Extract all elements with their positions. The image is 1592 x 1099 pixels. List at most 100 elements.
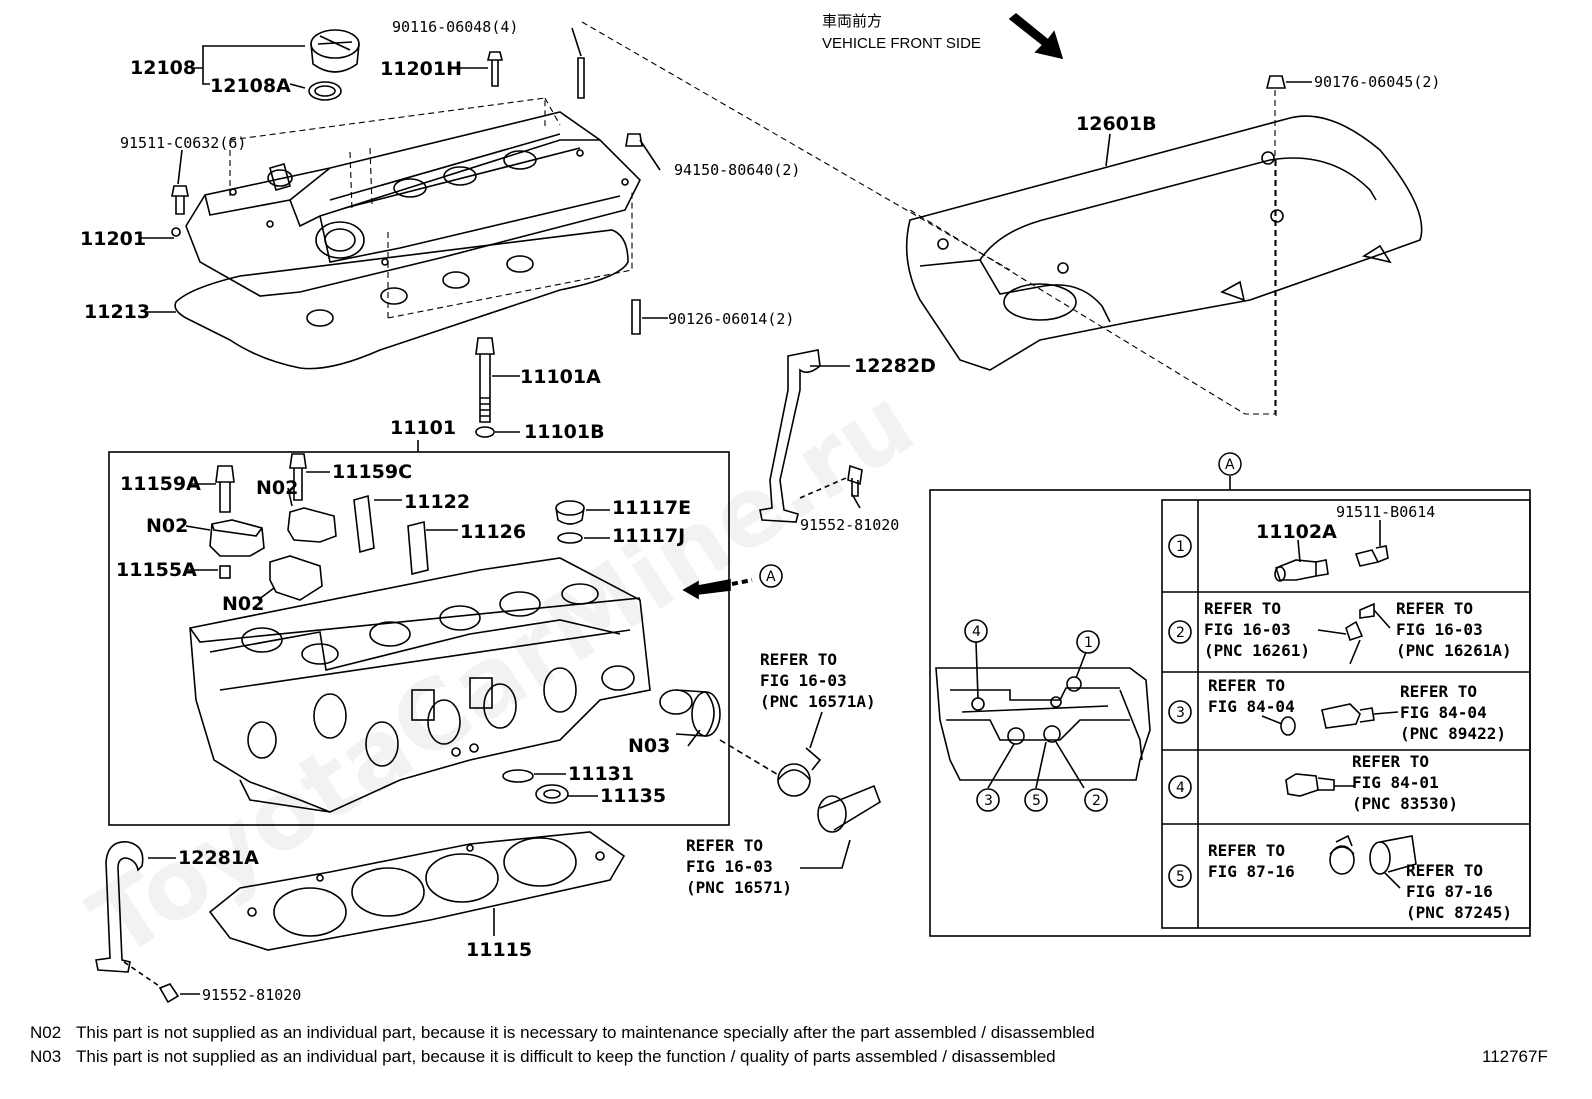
cover-gasket-drawing [174, 229, 629, 370]
leader-row5-right [1383, 871, 1401, 889]
label-11122: 11122 [404, 491, 470, 513]
note-n03-text: This part is not supplied as an individu… [76, 1047, 1056, 1066]
row-5-number: 5 [1176, 869, 1185, 885]
leader-n03 [687, 729, 701, 747]
row-3-left-1: REFER TO [1208, 676, 1285, 695]
row-4-right-1: REFER TO [1352, 752, 1429, 771]
leader-row2-right [1373, 609, 1391, 629]
leader-11102a [1297, 539, 1301, 563]
row-5-right-1: REFER TO [1406, 861, 1483, 880]
label-n02-c: N02 [222, 593, 264, 615]
head-bolt-drawing [475, 337, 495, 438]
block-circle-5: 5 [1032, 793, 1041, 809]
row-1-part-a: 11102A [1256, 521, 1337, 543]
leader-12601b [1105, 133, 1111, 167]
label-90116: 90116-06048(4) [392, 18, 518, 36]
detail-table-rows [1162, 591, 1530, 825]
front-direction-arrow [1008, 12, 1064, 60]
bolt-11201h-drawing [486, 51, 504, 87]
row4-sensor-drawing [1285, 773, 1335, 797]
cylinder-head-frame [108, 451, 730, 826]
leader-94150 [639, 139, 661, 171]
oil-filler-cap-drawing [308, 29, 360, 101]
row-3-number: 3 [1176, 705, 1185, 721]
label-90126: 90126-06014(2) [668, 310, 794, 328]
sensor-11102a-drawing [1274, 545, 1389, 582]
pin-11155a-drawing [219, 565, 231, 579]
row-1-part-b: 91511-B0614 [1336, 503, 1435, 521]
hose-clamp-drawing [777, 747, 881, 833]
leader-16571a [809, 711, 823, 749]
block-circle-1: 1 [1084, 635, 1093, 651]
bearing-cap-drawing [209, 507, 337, 601]
bolt-11159a-drawing [215, 465, 235, 513]
label-94150: 94150-80640(2) [674, 161, 800, 179]
seal-11135-drawing [535, 784, 569, 804]
row-2-number: 2 [1176, 625, 1185, 641]
row-number-circles [1168, 534, 1192, 888]
leader-91552a [851, 493, 861, 509]
block-circle-2: 2 [1092, 793, 1101, 809]
leader-n02-a [185, 525, 211, 531]
panel-a-letter: A [1225, 457, 1235, 473]
block-callout-leaders [975, 641, 1087, 789]
block-circle-4: 4 [972, 624, 981, 640]
label-11117j: 11117J [612, 525, 685, 547]
nut-94150-drawing [625, 133, 643, 147]
leader-n02-b [287, 487, 293, 507]
label-12281a: 12281A [178, 847, 259, 869]
bolt-91511c-drawing [171, 185, 189, 215]
label-11213: 11213 [84, 301, 150, 323]
row-2-left-2: FIG 16-03 [1204, 620, 1291, 639]
label-91511c: 91511-C0632(6) [120, 134, 246, 152]
refer-16571-line2: FIG 16-03 [686, 857, 773, 876]
leader-90116 [571, 27, 582, 57]
leader-91511c [177, 149, 183, 185]
view-a-dash [731, 578, 753, 586]
row-2-left-3: (PNC 16261) [1204, 641, 1310, 660]
row-5-left-1: REFER TO [1208, 841, 1285, 860]
cylinder-head-drawing [189, 557, 651, 813]
leader-16571 [800, 839, 851, 869]
nut-90176-drawing [1265, 75, 1287, 89]
refer-16571-line3: (PNC 16571) [686, 878, 792, 897]
row-4-right-2: FIG 84-01 [1352, 773, 1439, 792]
bolt-91552b-drawing [158, 983, 180, 1004]
leader-row3-right [1373, 711, 1399, 715]
row-3-right-3: (PNC 89422) [1400, 724, 1506, 743]
label-11159a: 11159A [120, 473, 201, 495]
label-12108: 12108 [130, 57, 196, 79]
row-3-left-2: FIG 84-04 [1208, 697, 1295, 716]
leader-n02-c [257, 587, 275, 601]
row-2-left-1: REFER TO [1204, 599, 1281, 618]
label-n02-b: N02 [256, 477, 298, 499]
leader-12108 [193, 45, 306, 89]
row2-parts-drawing [1317, 602, 1375, 665]
cover-phantom-lines [229, 21, 1277, 420]
label-n03: N03 [628, 735, 670, 757]
block-circle-3: 3 [984, 793, 993, 809]
block-side-view-drawing [935, 667, 1151, 781]
block-callout-circles [964, 619, 1108, 812]
label-11131: 11131 [568, 763, 634, 785]
label-11135: 11135 [600, 785, 666, 807]
label-11155a: 11155A [116, 559, 197, 581]
row5-clamp-drawing [1329, 834, 1417, 875]
row-3-right-1: REFER TO [1400, 682, 1477, 701]
row-5-left-2: FIG 87-16 [1208, 862, 1295, 881]
engine-cover-drawing [905, 115, 1423, 371]
label-91552b: 91552-81020 [202, 986, 301, 1004]
label-11101a: 11101A [520, 366, 601, 388]
label-11115: 11115 [466, 939, 532, 961]
refer-16571a-line1: REFER TO [760, 650, 837, 669]
leader-row3-left [1261, 715, 1283, 725]
row-3-right-2: FIG 84-04 [1400, 703, 1487, 722]
row-4-right-3: (PNC 83530) [1352, 794, 1458, 813]
hanger-phantom [123, 961, 163, 989]
figure-id: 112767F [1482, 1047, 1548, 1066]
label-11159c: 11159C [332, 461, 412, 483]
row-4-number: 4 [1176, 780, 1185, 796]
label-11101: 11101 [390, 417, 456, 439]
label-11117e: 11117E [612, 497, 691, 519]
label-11201h: 11201H [380, 58, 462, 80]
